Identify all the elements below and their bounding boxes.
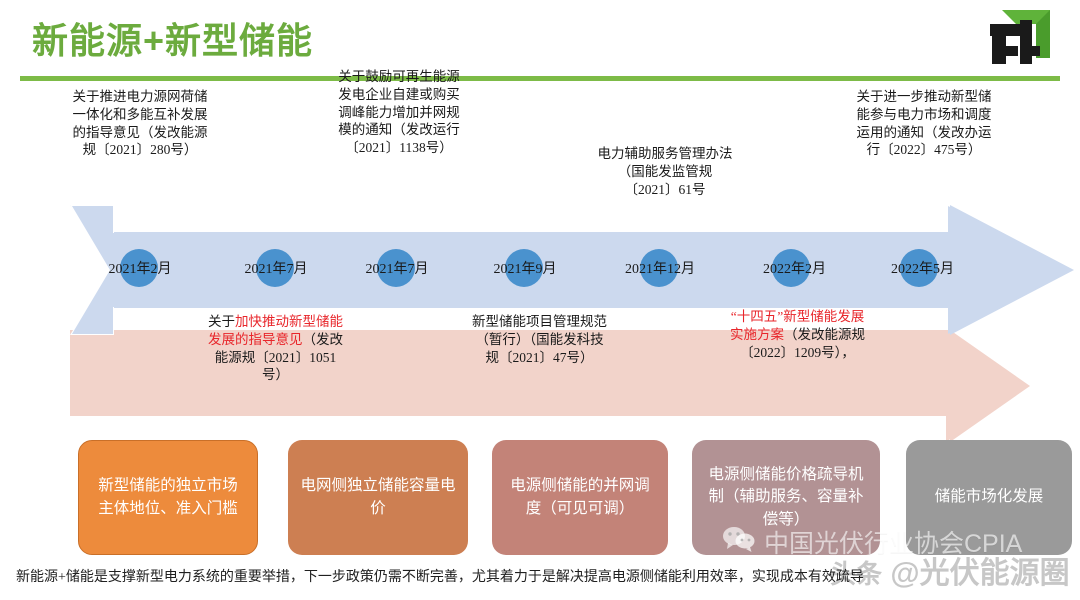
theme-box-3[interactable]: 电源侧储能的并网调度（可见可调）	[492, 440, 668, 555]
timeline-dot-5	[640, 249, 678, 287]
policy-note-below-1-lead: 关于	[208, 314, 235, 329]
policy-note-below-2: 新型储能项目管理规范（暂行）（国能发科技规〔2021〕47号）	[472, 313, 607, 366]
policy-note-below-1: 关于加快推动新型储能发展的指导意见（发改能源规〔2021〕1051号）	[208, 313, 343, 384]
policy-note-below-3: “十四五”新型储能发展实施方案（发改能源规〔2022〕1209号），	[730, 308, 865, 361]
theme-box-1[interactable]: 新型储能的独立市场主体地位、准入门槛	[78, 440, 258, 555]
timeline-date-6: 2022年2月	[732, 251, 857, 285]
timeline-dot-3	[377, 249, 415, 287]
timeline-dot-4	[505, 249, 543, 287]
policy-note-above-1-text: 关于推进电力源网荷储一体化和多能互补发展的指导意见（发改能源规〔2021〕280…	[72, 89, 208, 158]
policy-note-above-1: 关于推进电力源网荷储一体化和多能互补发展的指导意见（发改能源规〔2021〕280…	[70, 88, 210, 159]
footer-summary-text: 新能源+储能是支撑新型电力系统的重要举措，下一步政策仍需不断完善，尤其着力于是解…	[16, 570, 864, 585]
timeline-dot-6	[772, 249, 810, 287]
timeline-band-upper	[70, 205, 1074, 335]
policy-note-below-3-highlight: “十四五”新型储能发展实施方案	[730, 309, 865, 342]
theme-box-1-label: 新型储能的独立市场主体地位、准入门槛	[98, 477, 238, 517]
policy-note-below-1-tail: （发改能源规〔2021〕1051号）	[214, 331, 343, 383]
theme-box-5[interactable]: 储能市场化发展	[906, 440, 1072, 555]
policy-note-above-3: 电力辅助服务管理办法（国能发监管规〔2021〕61号	[595, 145, 735, 198]
timeline-date-5-label: 2021年12月	[625, 262, 695, 277]
theme-box-2-label: 电网侧独立储能容量电价	[300, 477, 456, 517]
policy-note-below-2-text: 新型储能项目管理规范（暂行）（国能发科技规〔2021〕47号）	[472, 314, 607, 365]
policy-note-above-4-text: 关于进一步推动新型储能参与电力市场和调度运用的通知（发改办运行〔2022〕475…	[856, 89, 992, 158]
timeline-date-2: 2021年7月	[216, 251, 336, 285]
theme-box-4[interactable]: 电源侧储能价格疏导机制（辅助服务、容量补偿等）	[692, 440, 880, 555]
timeline-date-4-label: 2021年9月	[493, 262, 557, 277]
timeline-date-2-label: 2021年7月	[244, 262, 308, 277]
fil-cube-logo	[976, 6, 1058, 68]
timeline-date-3-label: 2021年7月	[365, 262, 429, 277]
timeline-date-6-label: 2022年2月	[763, 262, 826, 277]
timeline-date-3: 2021年7月	[337, 251, 457, 285]
toutiao-watermark: 头条 @光伏能源圈	[830, 548, 1070, 592]
timeline-dot-1	[120, 249, 158, 287]
timeline-date-7-label: 2022年5月	[891, 262, 954, 277]
wechat-icon	[722, 526, 756, 559]
footer-summary: 新能源+储能是支撑新型电力系统的重要举措，下一步政策仍需不断完善，尤其着力于是解…	[16, 566, 1066, 586]
timeline-date-1: 2021年2月	[80, 251, 200, 285]
timeline-date-1-label: 2021年2月	[108, 262, 172, 277]
policy-note-above-2-text: 关于鼓励可再生能源发电企业自建或购买调峰能力增加并网规模的通知（发改运行〔202…	[338, 69, 460, 156]
timeline-date-7: 2022年5月	[860, 251, 985, 285]
toutiao-watermark-prefix: 头条	[830, 559, 883, 589]
theme-box-5-label: 储能市场化发展	[934, 488, 1044, 506]
toutiao-watermark-handle: @光伏能源圈	[890, 557, 1070, 590]
policy-note-below-3-tail: （发改能源规〔2022〕1209号），	[740, 326, 865, 360]
policy-note-above-3-text: 电力辅助服务管理办法（国能发监管规〔2021〕61号	[597, 146, 733, 197]
timeline-date-5: 2021年12月	[595, 251, 725, 285]
header-divider	[20, 76, 1060, 81]
cpia-watermark-text: 中国光伏行业协会CPIA	[764, 530, 1023, 558]
timeline-band-lower	[70, 330, 1030, 442]
timeline-date-4: 2021年9月	[465, 251, 585, 285]
policy-note-above-4: 关于进一步推动新型储能参与电力市场和调度运用的通知（发改办运行〔2022〕475…	[854, 88, 994, 159]
theme-box-4-label: 电源侧储能价格疏导机制（辅助服务、容量补偿等）	[708, 465, 864, 528]
page-title: 新能源+新型储能	[32, 20, 314, 61]
theme-box-2[interactable]: 电网侧独立储能容量电价	[288, 440, 468, 555]
timeline-dot-7	[900, 249, 938, 287]
cpia-watermark: 中国光伏行业协会CPIA	[722, 524, 1022, 560]
timeline-dot-2	[256, 249, 294, 287]
theme-box-3-label: 电源侧储能的并网调度（可见可调）	[510, 477, 650, 517]
policy-note-above-2: 关于鼓励可再生能源发电企业自建或购买调峰能力增加并网规模的通知（发改运行〔202…	[334, 68, 464, 157]
policy-note-below-1-highlight: 加快推动新型储能发展的指导意见	[208, 314, 343, 347]
